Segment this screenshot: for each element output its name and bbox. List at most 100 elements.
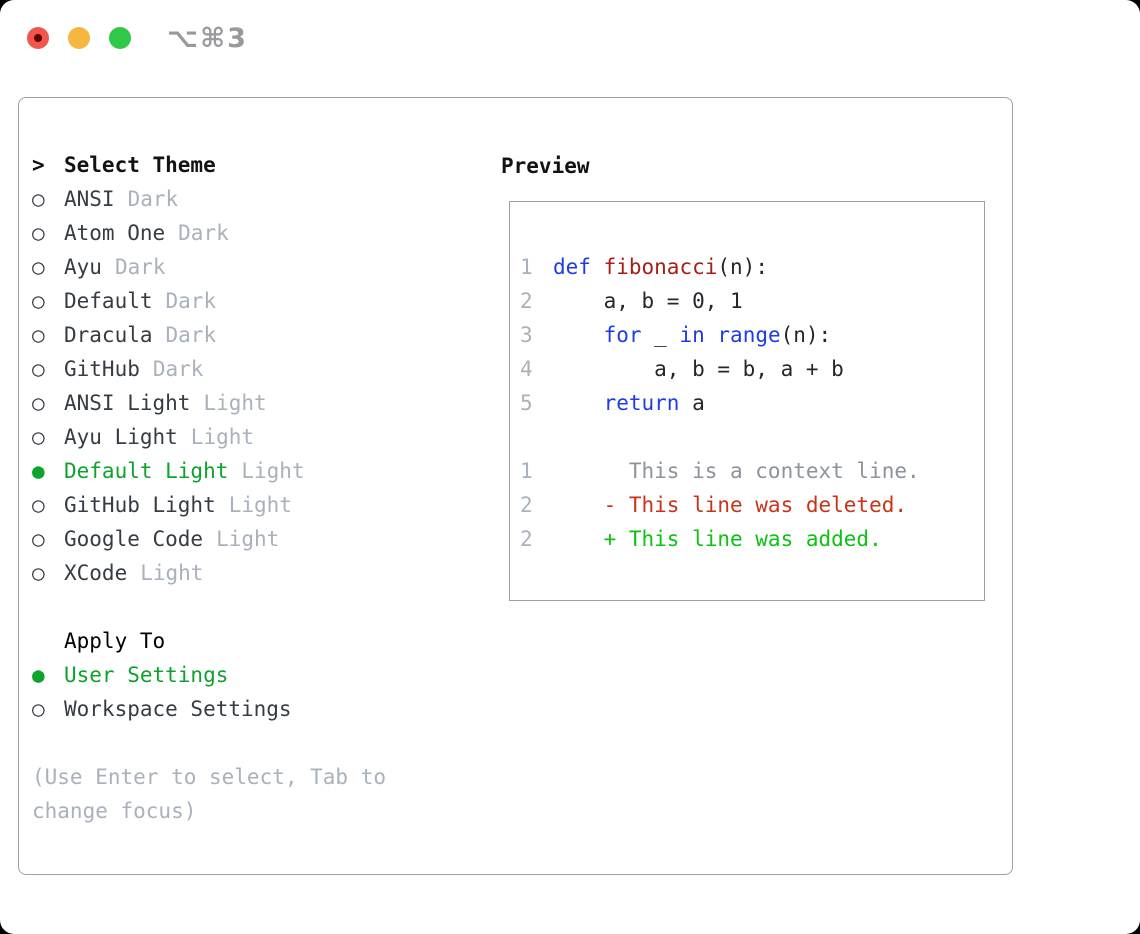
theme-tag: Light [228,493,292,517]
theme-name: Atom One [64,221,166,245]
preview-line-code: 3 for _ in range(n): [520,318,984,352]
apply-to-name: Workspace Settings [64,697,292,721]
theme-name: Ayu [64,255,102,279]
line-number: 1 [520,459,533,483]
theme-name: GitHub [64,357,140,381]
theme-tag: Dark [178,221,229,245]
line-number: 1 [520,255,533,279]
line-number: 2 [520,493,533,517]
radio-icon: ○ [32,187,45,211]
theme-tag: Dark [127,187,179,211]
apply-to-title: Apply To [64,629,166,653]
theme-option[interactable]: ○ Ayu Dark [32,250,462,284]
theme-option[interactable]: ○ GitHub Light Light [32,488,462,522]
theme-tag: Light [241,459,305,483]
radio-icon: ○ [32,697,45,721]
preview-line-added: 2 + This line was added. [520,522,984,556]
preview-line-context: 1 This is a context line. [520,454,984,488]
cursor-icon: > [32,153,45,177]
theme-tag: Light [140,561,204,585]
apply-to-option[interactable]: ● User Settings [32,658,462,692]
line-number: 4 [520,357,533,381]
line-content: return a [603,391,705,415]
preview-line-code: 1 def fibonacci(n): [520,250,984,284]
spacer [32,590,462,624]
radio-icon: ○ [32,289,45,313]
traffic-light-close-button[interactable] [27,27,49,49]
line-content: for _ in range(n): [603,323,832,347]
radio-icon: ○ [32,425,45,449]
preview-line-code: 5 return a [520,386,984,420]
line-number: 3 [520,323,533,347]
radio-icon: ○ [32,493,45,517]
theme-name: Default Light [64,459,229,483]
radio-icon: ● [32,663,45,687]
theme-tag: Light [203,391,267,415]
theme-name: Default [64,289,153,313]
radio-icon: ● [32,459,45,483]
keyboard-hint: (Use Enter to select, Tab to change focu… [32,765,387,823]
line-content: def fibonacci(n): [553,255,768,279]
preview-line-blank [520,420,984,454]
indent [32,624,64,658]
theme-tag: Dark [165,289,217,313]
theme-option[interactable]: ○ ANSI Dark [32,182,462,216]
theme-tag: Dark [114,255,166,279]
theme-name: Ayu Light [64,425,178,449]
select-theme-title: Select Theme [64,153,216,177]
line-content: - This line was deleted. [553,493,908,517]
radio-icon: ○ [32,527,45,551]
preview-line-deleted: 2 - This line was deleted. [520,488,984,522]
titlebar: ⌥⌘3 [27,22,248,54]
theme-option[interactable]: ○ Ayu Light Light [32,420,462,454]
theme-option[interactable]: ○ ANSI Light Light [32,386,462,420]
preview-line-code: 2 a, b = 0, 1 [520,284,984,318]
theme-name: ANSI [64,187,115,211]
theme-name: Dracula [64,323,153,347]
line-number [520,420,533,454]
theme-name: XCode [64,561,128,585]
theme-name: Google Code [64,527,204,551]
line-content: a, b = 0, 1 [553,289,743,313]
radio-icon: ○ [32,255,45,279]
preview-title: Preview [501,154,590,178]
select-theme-header: > Select Theme [32,148,462,182]
radio-icon: ○ [32,323,45,347]
theme-tag: Dark [165,323,217,347]
theme-tag: Dark [152,357,204,381]
line-content: This is a context line. [553,459,920,483]
radio-icon: ○ [32,561,45,585]
preview-line-code: 4 a, b = b, a + b [520,352,984,386]
line-number: 2 [520,289,533,313]
apply-to-name: User Settings [64,663,229,687]
theme-option[interactable]: ● Default Light Light [32,454,462,488]
apply-to-header: Apply To [32,624,462,658]
window-title: ⌥⌘3 [167,22,248,54]
apply-to-list: ● User Settings ○ Workspace Settings [32,658,462,726]
traffic-light-zoom-button[interactable] [109,27,131,49]
radio-icon: ○ [32,357,45,381]
unsaved-dot-icon [34,34,42,42]
apply-to-option[interactable]: ○ Workspace Settings [32,692,462,726]
theme-option[interactable]: ○ Google Code Light [32,522,462,556]
line-content: a, b = b, a + b [553,357,844,381]
theme-name: GitHub Light [64,493,216,517]
line-number: 2 [520,527,533,551]
theme-tag: Light [216,527,280,551]
theme-option[interactable]: ○ Default Dark [32,284,462,318]
theme-tag: Light [190,425,255,449]
theme-option[interactable]: ○ GitHub Dark [32,352,462,386]
theme-option[interactable]: ○ Dracula Dark [32,318,462,352]
traffic-light-minimize-button[interactable] [68,27,90,49]
line-number: 5 [520,391,533,415]
theme-name: ANSI Light [64,391,191,415]
theme-option[interactable]: ○ XCode Light [32,556,462,590]
radio-icon: ○ [32,391,45,415]
line-content: + This line was added. [553,527,882,551]
